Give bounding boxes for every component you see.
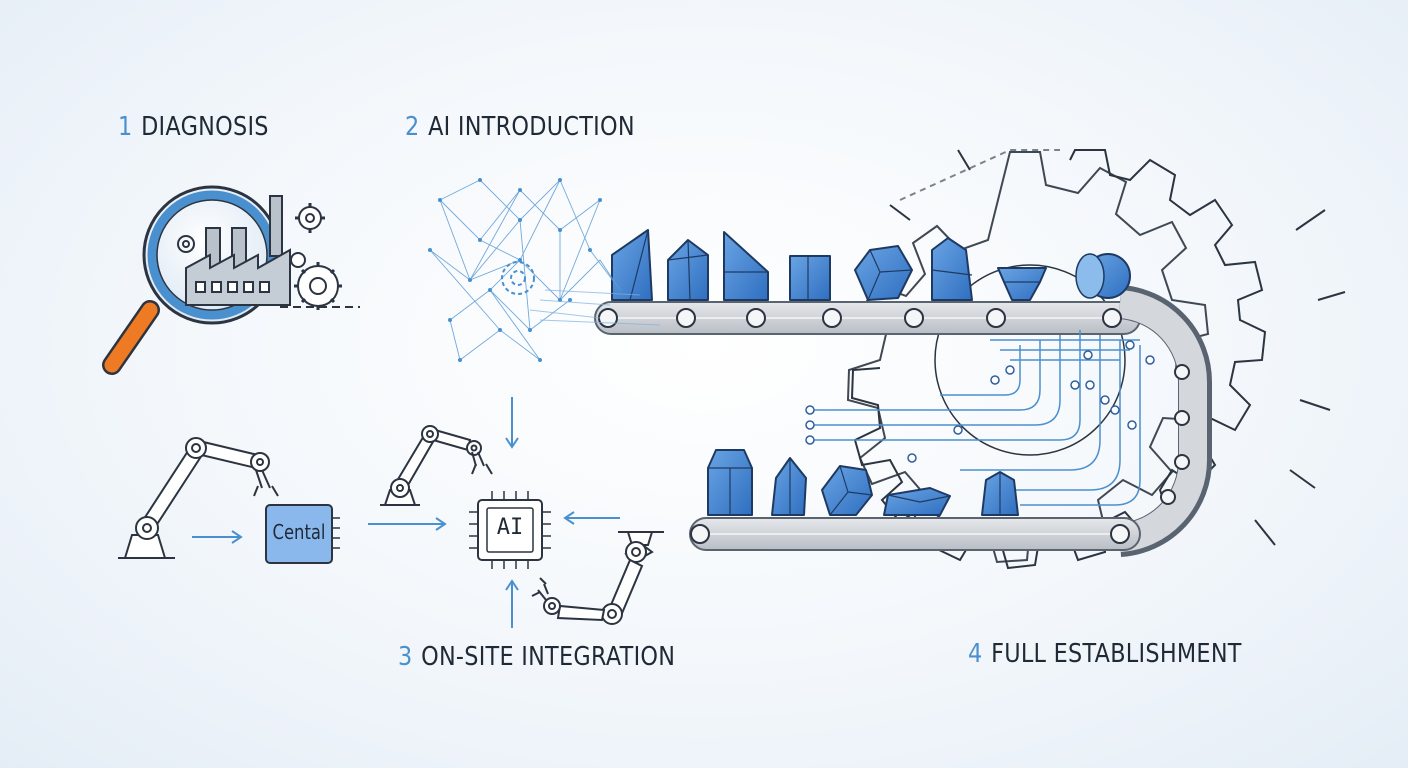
robot-arm-icon-bottom <box>531 531 664 625</box>
central-box-label: Cental <box>272 520 326 544</box>
robot-arm-icon-center <box>380 425 493 506</box>
step-2-title: AI INTRODUCTION <box>428 112 635 142</box>
factory-icon <box>185 195 291 306</box>
product-blocks-upper <box>611 229 1131 301</box>
arrow-up-to-ai <box>505 579 519 628</box>
ai-chip-label: AI <box>496 515 524 540</box>
arrow-to-ai-chip <box>368 517 447 531</box>
step-2-label: 2 AI INTRODUCTION <box>405 112 635 142</box>
product-blocks-lower <box>707 449 1019 516</box>
step-2-number: 2 <box>405 112 420 142</box>
gear-teeth <box>294 203 342 310</box>
gear-icon <box>290 206 339 307</box>
arrow-left-to-ai <box>563 511 620 525</box>
step-3-title: ON-SITE INTEGRATION <box>421 642 676 672</box>
neural-stream <box>529 289 661 326</box>
step-4-label: 4 FULL ESTABLISHMENT <box>968 639 1242 669</box>
circuit-trace-icon <box>810 330 1141 506</box>
step-4-number: 4 <box>968 639 983 669</box>
factory-lens-gear <box>177 235 195 253</box>
arrow-down-to-ai <box>505 397 519 449</box>
arrow-to-central <box>192 530 243 544</box>
step-1-number: 1 <box>118 112 133 142</box>
step-3-label: 3 ON-SITE INTEGRATION <box>398 642 675 672</box>
step-3-number: 3 <box>398 642 413 672</box>
neural-network-icon <box>429 179 621 361</box>
ai-chip-icon <box>469 491 551 569</box>
neural-core-gear <box>501 261 535 295</box>
robot-arm-icon <box>118 437 279 559</box>
step-1-label: 1 DIAGNOSIS <box>118 112 269 142</box>
step-1-title: DIAGNOSIS <box>141 112 269 142</box>
step-4-title: FULL ESTABLISHMENT <box>991 639 1242 669</box>
central-box <box>265 504 340 564</box>
outer-gear-teeth <box>850 149 1346 570</box>
circuit-nodes <box>805 340 1155 463</box>
